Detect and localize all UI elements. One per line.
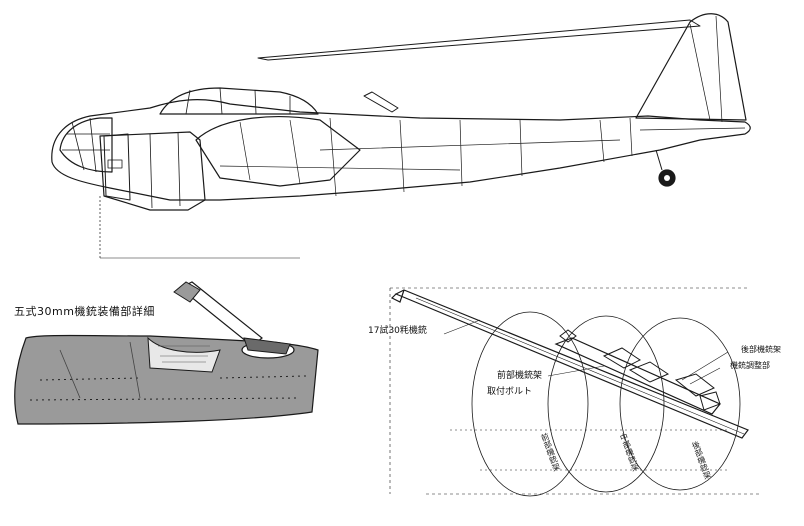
- gun-adjust-label: 機銃調整部: [730, 361, 770, 370]
- fuselage-section: [14, 334, 319, 425]
- gun-mount-detail: [14, 281, 319, 425]
- panel-lines: [219, 117, 633, 197]
- leader-front-mount: [547, 365, 605, 377]
- gun-name-label: 17試30粍機銃: [368, 326, 427, 336]
- fuselage-outline: [51, 99, 751, 201]
- aircraft-side-view: [51, 13, 751, 259]
- engine-nacelle: [99, 131, 206, 211]
- horizontal-stabilizer: [257, 19, 701, 61]
- propeller-hub: [103, 133, 131, 201]
- front-mount-label: 前部機銃架: [497, 371, 543, 381]
- cockpit-canopy: [159, 87, 319, 115]
- frame-bulkhead-1: [471, 311, 589, 497]
- gun-muzzle: [390, 289, 405, 303]
- tail-wheel: [655, 149, 676, 187]
- vertical-fin: [635, 13, 747, 121]
- gun-receiver: [554, 337, 721, 415]
- muzzle-brake: [173, 281, 201, 303]
- canopy-cutout: [147, 336, 221, 373]
- dorsal-gun: [363, 91, 399, 113]
- frame-bulkhead-2: [547, 315, 665, 493]
- leader-rear-mount: [681, 351, 729, 385]
- detail-title: 五式30mm機銃装備部詳細: [14, 305, 155, 318]
- reference-frame: [389, 287, 760, 495]
- gun-barrel-long: [394, 289, 749, 439]
- leader-gun-name: [443, 319, 481, 335]
- rear-mount-label: 後部機銃架: [741, 345, 781, 354]
- wing-root: [195, 116, 361, 187]
- frame-bulkhead-3: [619, 317, 741, 491]
- front-mount-bolt-label: 取付ボルト: [487, 387, 533, 397]
- gun-installation-drawing: [389, 287, 760, 497]
